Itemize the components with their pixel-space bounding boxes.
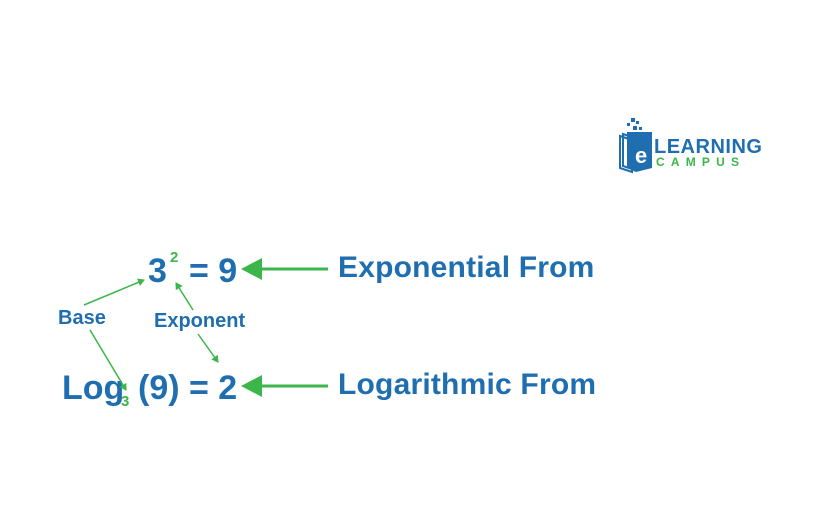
logarithmic-form-label: Logarithmic From: [338, 368, 597, 401]
elearning-campus-logo: e LEARNING CAMPUS: [618, 118, 778, 178]
logo-text-campus: CAMPUS: [656, 155, 746, 169]
exp-base: 3: [148, 252, 167, 290]
log-rest: (9) = 2: [138, 369, 238, 407]
exponent-annotation: Exponent: [154, 310, 246, 332]
arrow-exponent-to-exp-exponent: [175, 282, 194, 311]
exp-rest: = 9: [189, 252, 238, 290]
base-annotation: Base: [58, 307, 106, 329]
log-base: 3: [121, 393, 130, 410]
arrow-to-logarithmic-label: [241, 375, 328, 397]
arrow-base-to-log-base: [89, 329, 127, 391]
arrow-exponent-to-log-result: [197, 333, 219, 363]
arrow-base-to-exp-base: [83, 278, 145, 306]
arrow-to-exponential-label: [241, 258, 328, 280]
exp-exponent: 2: [170, 249, 179, 266]
logo-glyph: e: [635, 143, 648, 168]
log-word: Log: [62, 369, 125, 407]
exponential-form-label: Exponential From: [338, 251, 595, 284]
logo-book-icon: [619, 118, 652, 174]
logo-text-learning: LEARNING: [654, 136, 763, 158]
